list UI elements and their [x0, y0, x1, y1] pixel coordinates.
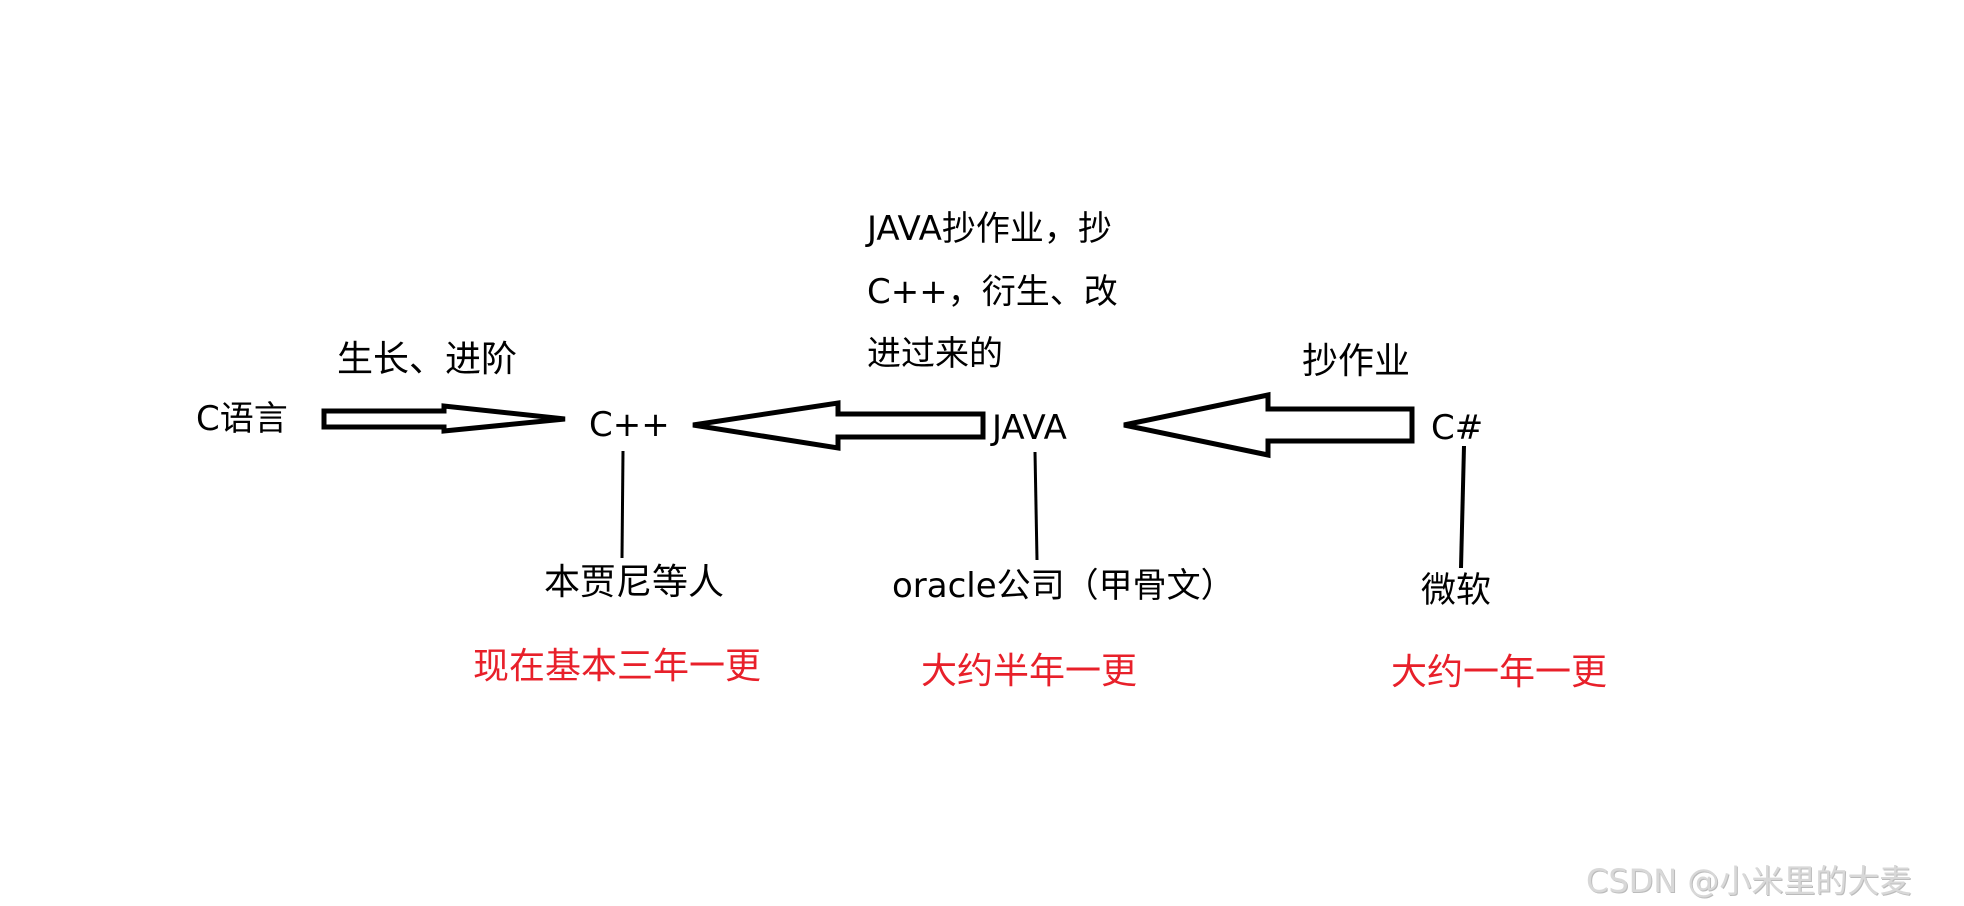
arrow-java-to-cpp	[692, 400, 986, 451]
node-cpp: C++	[589, 405, 670, 445]
node-c: C语言	[196, 399, 288, 439]
owner-csharp: 微软	[1421, 571, 1492, 611]
owner-cpp: 本贾尼等人	[544, 562, 725, 603]
label-java-line-2: C++，衍生、改	[867, 272, 1118, 312]
line-cpp-owner	[620, 450, 625, 559]
label-c-to-cpp: 生长、进阶	[337, 339, 518, 380]
owner-java: oracle公司（甲骨文）	[892, 566, 1235, 606]
label-java-line-3: 进过来的	[867, 334, 1003, 374]
update-note-cpp: 现在基本三年一更	[473, 646, 762, 687]
update-note-csharp: 大约一年一更	[1391, 652, 1608, 693]
arrow-c-to-cpp	[321, 403, 566, 434]
line-java-owner	[1033, 451, 1039, 561]
arrow-csharp-to-java	[1123, 391, 1415, 459]
line-csharp-owner	[1459, 445, 1466, 569]
update-note-java: 大约半年一更	[921, 651, 1138, 692]
watermark: CSDN @小米里的大麦	[1586, 862, 1912, 900]
node-csharp: C#	[1431, 408, 1484, 448]
label-java-line-1: JAVA抄作业，抄	[867, 209, 1112, 249]
node-java: JAVA	[992, 408, 1067, 448]
label-csharp-to-java: 抄作业	[1302, 341, 1411, 382]
